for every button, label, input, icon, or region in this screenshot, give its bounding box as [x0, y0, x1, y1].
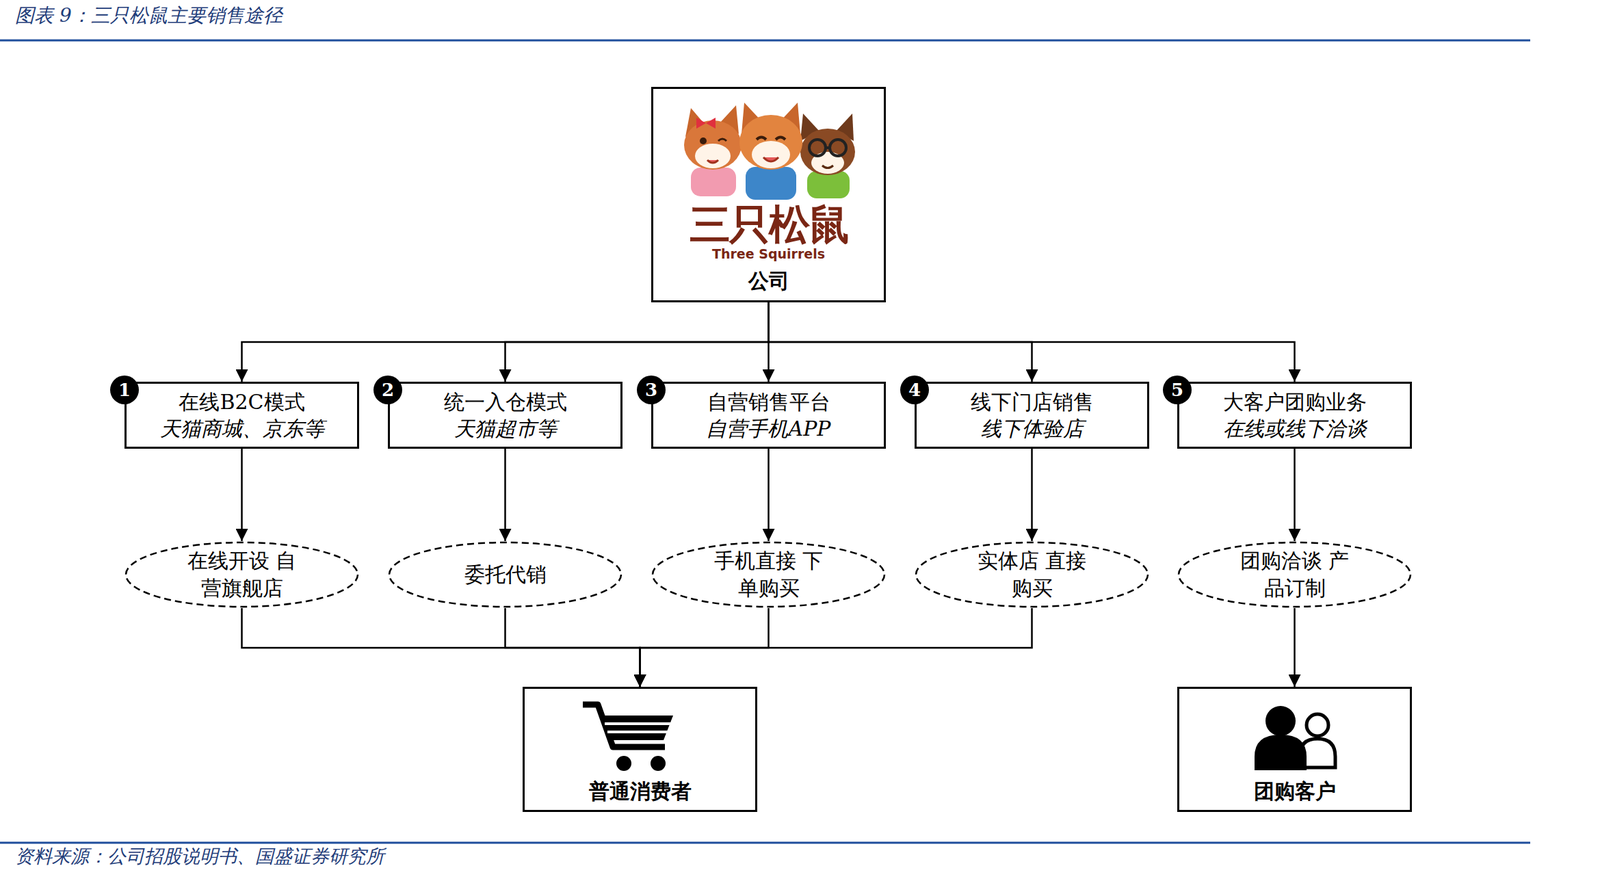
customer-box: 团购客户: [1177, 686, 1412, 812]
footer-rule: [0, 842, 1531, 845]
channel-box: 在线B2C模式天猫商城、京东等: [124, 381, 360, 449]
node-text: 天猫商城、京东等: [160, 415, 325, 442]
connector-arrow: [505, 608, 641, 687]
connector-arrow: [1030, 448, 1033, 542]
connector-arrow: [240, 448, 243, 542]
connector-arrow: [1293, 608, 1296, 687]
cart-icon: [582, 704, 674, 771]
customer-box: 普通消费者: [522, 686, 758, 812]
node-text: 在线B2C模式: [178, 388, 305, 416]
connector-arrow: [768, 302, 1033, 382]
source-note: 资料来源：公司招股说明书、国盛证券研究所: [15, 844, 385, 869]
header-rule: [0, 39, 1531, 42]
connector-arrow: [504, 448, 507, 542]
connector-arrow: [242, 608, 641, 687]
node-text: 线下门店销售: [970, 388, 1094, 416]
channel-box: 线下门店销售线下体验店: [914, 381, 1150, 449]
method-ellipse: 委托代销: [387, 541, 623, 609]
callout-number: 4: [900, 375, 929, 405]
node-text: 在线开设 自营旗舰店: [186, 547, 298, 603]
node-text: 团购客户: [1253, 777, 1336, 805]
node-text: 团购洽谈 产品订制: [1239, 547, 1351, 603]
node-text: 在线或线下洽谈: [1223, 415, 1367, 442]
callout-number: 2: [373, 375, 403, 405]
connector-arrow: [505, 302, 769, 382]
callout-number: 3: [636, 375, 666, 405]
figure-title: 图表 9：三只松鼠主要销售途径: [15, 2, 283, 29]
node-text: 线下体验店: [980, 415, 1084, 442]
connector-arrow: [767, 302, 770, 382]
dashed-ellipse: [389, 542, 622, 607]
dashed-ellipse: [125, 542, 358, 607]
connector-arrow: [640, 608, 769, 687]
dashed-ellipse: [652, 542, 885, 607]
connector-arrow: [242, 302, 769, 382]
channel-box: 大客户团购业务在线或线下洽谈: [1177, 381, 1412, 449]
method-ellipse: 手机直接 下单购买: [651, 541, 886, 609]
company-box: 三只松鼠Three Squirrels 公司: [651, 86, 886, 303]
node-text: 公司: [748, 268, 790, 294]
connector-arrow: [767, 448, 770, 542]
node-text: 自营手机APP: [705, 415, 831, 442]
people-icon: [1254, 705, 1336, 771]
connector-arrow: [768, 302, 1295, 382]
node-text: 三只松鼠: [689, 203, 849, 247]
callout-number: 1: [110, 375, 139, 405]
channel-box: 统一入仓模式天猫超市等: [387, 381, 623, 449]
connector-arrow: [1293, 448, 1296, 542]
method-ellipse: 团购洽谈 产品订制: [1177, 541, 1412, 609]
dashed-ellipse: [915, 542, 1148, 607]
connector-arrow: [640, 608, 1033, 687]
node-text: Three Squirrels: [712, 246, 825, 262]
method-ellipse: 实体店 直接购买: [914, 541, 1150, 609]
node-text: 手机直接 下单购买: [713, 547, 825, 603]
callout-number: 5: [1162, 375, 1192, 405]
node-text: 自营销售平台: [707, 388, 831, 416]
node-text: 委托代销: [450, 560, 561, 589]
node-text: 实体店 直接购买: [976, 547, 1088, 603]
dashed-ellipse: [1178, 542, 1411, 607]
node-text: 普通消费者: [588, 777, 692, 805]
node-text: 天猫超市等: [454, 415, 557, 442]
node-text: 大客户团购业务: [1223, 388, 1367, 416]
node-text: 统一入仓模式: [443, 388, 568, 416]
channel-box: 自营销售平台自营手机APP: [651, 381, 886, 449]
squirrel-logo: [684, 102, 856, 200]
method-ellipse: 在线开设 自营旗舰店: [124, 541, 360, 609]
